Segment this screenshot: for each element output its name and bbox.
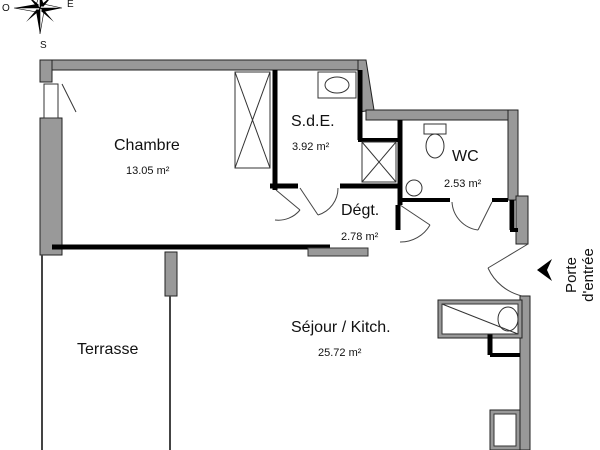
compass-south-label: S [40,40,47,51]
compass-west-label: O [2,3,10,14]
entrance-arrow-icon [537,259,552,281]
room-name-chambre: Chambre [114,137,180,154]
room-name-degt: Dégt. [341,202,380,219]
room-area-wc: 2.53 m² [444,178,482,190]
entrance-label: Porte d'entrée [563,225,597,325]
room-name-sejour: Séjour / Kitch. [291,319,391,336]
room-name-wc: WC [452,148,479,165]
doors [41,187,529,450]
fixtures [43,71,519,447]
compass-rose-icon [13,0,63,35]
interior-walls [52,70,520,357]
entrance-label-line1: Porte [563,257,580,293]
room-name-terrasse: Terrasse [77,341,139,358]
entrance-label-line2: d'entrée [580,248,597,302]
outer-walls [39,59,531,450]
room-area-chambre: 13.05 m² [126,165,170,177]
compass-east-label: E [67,0,74,10]
room-area-sde: 3.92 m² [292,141,330,153]
room-area-degt: 2.78 m² [341,231,379,243]
room-name-sde: S.d.E. [291,113,335,130]
room-area-sejour: 25.72 m² [318,347,362,359]
